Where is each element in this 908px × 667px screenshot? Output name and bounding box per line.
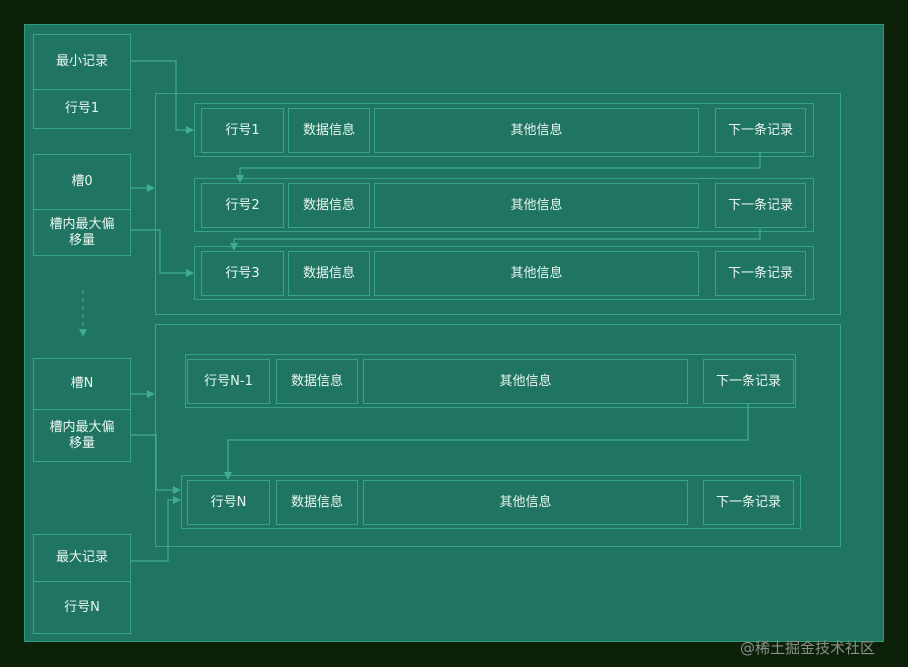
row-1-other-info: 其他信息: [374, 108, 699, 153]
arrow-slot-n-offset-to-row-n: [131, 434, 181, 494]
record-row-3: [194, 246, 814, 300]
row-n-minus-1-other-info: 其他信息: [363, 359, 688, 404]
record-row-1: [194, 103, 814, 157]
arrow-min-record-to-row-1: [131, 60, 194, 134]
slot-0-label: 槽0: [71, 174, 93, 189]
row-n-data-info: 数据信息: [276, 480, 358, 525]
slot-n: 槽N 槽内最大偏 移量: [33, 358, 131, 462]
row-n-minus-1-next-record: 下一条记录: [703, 359, 794, 404]
row-3-data-info: 数据信息: [288, 251, 370, 296]
row-n-minus-1-data-info: 数据信息: [276, 359, 358, 404]
arrow-row-n-minus-1-to-row-n: [224, 404, 749, 480]
row-1-row-no: 行号1: [201, 108, 284, 153]
record-row-2: [194, 178, 814, 232]
watermark: @稀土掘金技术社区: [740, 639, 876, 657]
record-row-n: [181, 475, 801, 529]
row-2-data-info: 数据信息: [288, 183, 370, 228]
max-record-label: 最大记录: [55, 550, 108, 565]
record-row-n-minus-1: [185, 354, 796, 408]
slot-divider: [34, 581, 130, 582]
row-n-minus-1-row-no: 行号N-1: [187, 359, 270, 404]
slot-n-label: 槽N: [70, 376, 94, 391]
row-2-next-record: 下一条记录: [715, 183, 806, 228]
row-2-other-info: 其他信息: [374, 183, 699, 228]
slot-divider: [34, 409, 130, 410]
arrow-row-1-to-row-2: [236, 153, 761, 183]
arrow-max-record-to-row-n: [131, 496, 181, 562]
min-record-label: 最小记录: [55, 54, 108, 69]
slot-divider: [34, 89, 130, 90]
row-3-row-no: 行号3: [201, 251, 284, 296]
arrow-row-2-to-row-3: [230, 228, 761, 251]
arrow-slot-0-offset-to-row-3: [131, 229, 194, 277]
row-3-other-info: 其他信息: [374, 251, 699, 296]
row-n-next-record: 下一条记录: [703, 480, 794, 525]
group-box-1: [155, 93, 841, 315]
row-3-next-record: 下一条记录: [715, 251, 806, 296]
max-record-row-no: 行号N: [64, 599, 100, 615]
row-2-row-no: 行号2: [201, 183, 284, 228]
slot-n-max-offset: 槽内最大偏 移量: [49, 419, 115, 451]
diagram-panel: [24, 24, 884, 642]
max-record-slot: 最大记录 行号N: [33, 534, 131, 634]
slot-0-max-offset: 槽内最大偏 移量: [49, 216, 115, 248]
min-record-row-no: 行号1: [64, 101, 100, 116]
row-1-data-info: 数据信息: [288, 108, 370, 153]
row-n-row-no: 行号N: [187, 480, 270, 525]
row-n-other-info: 其他信息: [363, 480, 688, 525]
row-1-next-record: 下一条记录: [715, 108, 806, 153]
slot-0: 槽0 槽内最大偏 移量: [33, 154, 131, 256]
min-record-slot: 最小记录 行号1: [33, 34, 131, 129]
slot-divider: [34, 209, 130, 210]
